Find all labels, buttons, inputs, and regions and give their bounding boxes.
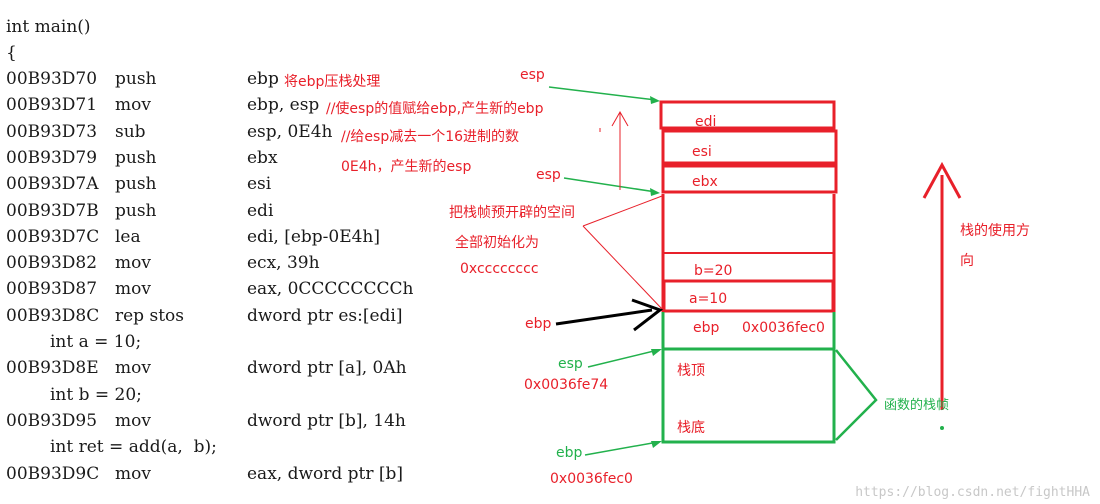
cell-label-old-bottom: 栈底 bbox=[677, 420, 705, 436]
asm-op: mov bbox=[115, 253, 151, 274]
asm-arg: esp, 0E4h bbox=[247, 121, 333, 142]
ebp-old-arrow bbox=[584, 441, 659, 456]
esp-mid-arrow bbox=[563, 177, 657, 193]
asm-op: push bbox=[115, 174, 157, 195]
asm-op: mov bbox=[115, 358, 151, 379]
esp-mid-arrowhead bbox=[650, 188, 660, 196]
direction-label-1: 栈的使用方 bbox=[960, 223, 1030, 239]
asm-addr: 00B93D8C bbox=[6, 305, 100, 326]
cell-label-ebx: ebx bbox=[692, 174, 718, 190]
cell-label-a: a=10 bbox=[689, 291, 728, 307]
cell-label-saved-ebp-addr: 0x0036fec0 bbox=[742, 320, 825, 336]
ebp-new-arrowhead bbox=[631, 298, 664, 332]
cell-label-saved-ebp: ebp bbox=[693, 320, 720, 336]
green-dot bbox=[940, 426, 944, 430]
asm-addr: 00B93D9C bbox=[6, 463, 100, 484]
asm-addr: 00B93D7C bbox=[6, 226, 100, 247]
asm-arg: esi bbox=[247, 174, 272, 195]
asm-arg: dword ptr es:[edi] bbox=[247, 305, 403, 326]
esp-move-arrowhead bbox=[611, 110, 629, 127]
annotation-init-3: 0xcccccccc bbox=[460, 261, 539, 277]
asm-arg: ecx, 39h bbox=[247, 253, 320, 274]
asm-op: mov bbox=[115, 95, 151, 116]
asm-addr: 00B93D70 bbox=[6, 69, 98, 89]
pointer-esp-mid: esp bbox=[536, 167, 561, 183]
esp-top-arrow bbox=[548, 86, 657, 101]
asm-arg: dword ptr [a], 0Ah bbox=[247, 358, 407, 379]
cell-esi bbox=[661, 129, 838, 165]
asm-addr: 00B93D87 bbox=[6, 279, 98, 300]
init-connector-bottom bbox=[582, 225, 663, 310]
pointer-ebp-new: ebp bbox=[525, 316, 552, 332]
previous-frame-box bbox=[661, 347, 836, 444]
code-line: { bbox=[6, 43, 17, 63]
asm-addr: 00B93D8E bbox=[6, 358, 99, 379]
pointer-esp-old: esp bbox=[558, 356, 583, 372]
asm-op: rep stos bbox=[115, 305, 184, 326]
asm-addr: 00B93D95 bbox=[6, 410, 98, 431]
cell-label-esi: esi bbox=[692, 144, 712, 160]
annotation-init-2: 全部初始化为 bbox=[455, 235, 539, 251]
cell-label-old-top: 栈顶 bbox=[677, 363, 705, 379]
cell-edi bbox=[659, 100, 836, 130]
esp-old-arrow bbox=[587, 349, 659, 368]
asm-op: mov bbox=[115, 463, 151, 484]
esp-old-arrowhead bbox=[651, 349, 662, 356]
ebp-old-arrowhead bbox=[651, 441, 662, 448]
source-line: int a = 10; bbox=[50, 332, 142, 352]
asm-arg: edi bbox=[247, 200, 274, 221]
watermark: https://blog.csdn.net/fightHHA bbox=[855, 485, 1090, 500]
cell-a bbox=[662, 279, 835, 313]
pointer-esp-top: esp bbox=[520, 67, 545, 83]
asm-addr: 00B93D7A bbox=[6, 174, 99, 195]
cell-ebx bbox=[661, 164, 838, 194]
asm-arg: ebx bbox=[247, 147, 278, 168]
esp-top-arrowhead bbox=[650, 96, 660, 104]
asm-addr: 00B93D73 bbox=[6, 121, 98, 142]
frame-brace bbox=[835, 349, 878, 441]
direction-arrow-head bbox=[922, 161, 962, 199]
asm-op: mov bbox=[115, 410, 151, 431]
asm-arg: ebp bbox=[247, 69, 279, 89]
init-connector-top bbox=[582, 195, 663, 227]
source-line: int b = 20; bbox=[50, 384, 142, 405]
asm-arg: dword ptr [b], 14h bbox=[247, 410, 406, 431]
asm-arg: ebp, esp bbox=[247, 95, 320, 116]
asm-addr: 00B93D82 bbox=[6, 253, 98, 274]
asm-op: push bbox=[115, 69, 157, 89]
pointer-esp-old-addr: 0x0036fe74 bbox=[524, 377, 609, 393]
annotation-sub-esp: //给esp减去一个16进制的数 bbox=[341, 129, 520, 145]
source-line: int ret = add(a, b); bbox=[50, 437, 217, 458]
code-line: int main() bbox=[6, 17, 91, 37]
pointer-ebp-old-addr: 0x0036fec0 bbox=[550, 471, 633, 487]
asm-op: push bbox=[115, 147, 157, 168]
asm-arg: eax, 0CCCCCCCCh bbox=[247, 279, 414, 300]
cell-label-edi: edi bbox=[695, 114, 717, 130]
annotation-sub-esp-cont: 0E4h，产生新的esp bbox=[341, 159, 472, 175]
annotation-mov-ebp: //使esp的值赋给ebp,产生新的ebp bbox=[326, 101, 544, 117]
pointer-ebp-old: ebp bbox=[556, 445, 583, 461]
asm-addr: 00B93D7B bbox=[6, 200, 99, 221]
cell-label-b: b=20 bbox=[694, 263, 733, 279]
direction-label-2: 向 bbox=[960, 253, 974, 269]
annotation-push-ebp: 将ebp压栈处理 bbox=[284, 74, 381, 90]
asm-addr: 00B93D79 bbox=[6, 147, 98, 168]
asm-op: sub bbox=[115, 121, 146, 142]
annotation-init-1: 把栈帧预开辟的空间 bbox=[449, 205, 575, 221]
previous-frame-label: 函数的栈帧 bbox=[884, 398, 950, 413]
asm-arg: edi, [ebp-0E4h] bbox=[247, 226, 381, 247]
asm-op: mov bbox=[115, 279, 151, 300]
asm-op: push bbox=[115, 200, 157, 221]
asm-arg: eax, dword ptr [b] bbox=[247, 463, 404, 484]
ebp-new-arrow bbox=[555, 308, 653, 326]
asm-op: lea bbox=[115, 226, 141, 247]
asm-addr: 00B93D71 bbox=[6, 95, 98, 116]
